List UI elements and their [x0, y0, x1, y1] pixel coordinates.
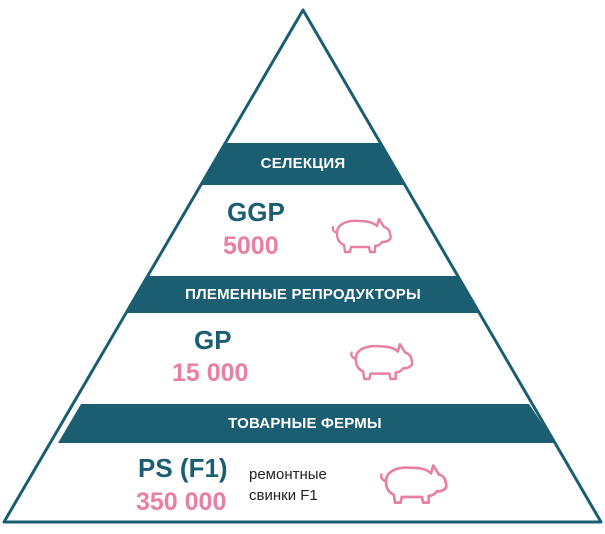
band-label-commercial: ТОВАРНЫЕ ФЕРМЫ: [228, 415, 382, 432]
band-label-breeding: ПЛЕМЕННЫЕ РЕПРОДУКТОРЫ: [185, 286, 421, 303]
pig-icon: [350, 342, 414, 381]
level-count-ggp: 5000: [223, 232, 279, 260]
pig-icon: [331, 217, 392, 254]
level-note-ps: ремонтные свинки F1: [249, 466, 327, 504]
level-code-gp: GP: [194, 325, 232, 355]
pig-icon: [379, 464, 448, 504]
band-breeding: [127, 276, 478, 313]
level-count-ps: 350 000: [136, 488, 227, 516]
level-count-gp: 15 000: [172, 359, 249, 387]
level-code-ps: PS (F1): [138, 453, 228, 483]
band-label-selection: СЕЛЕКЦИЯ: [260, 155, 346, 172]
band-selection: [202, 143, 404, 185]
pyramid-outline: [2, 8, 603, 524]
band-commercial: [58, 404, 555, 443]
level-code-ggp: GGP: [227, 197, 285, 227]
